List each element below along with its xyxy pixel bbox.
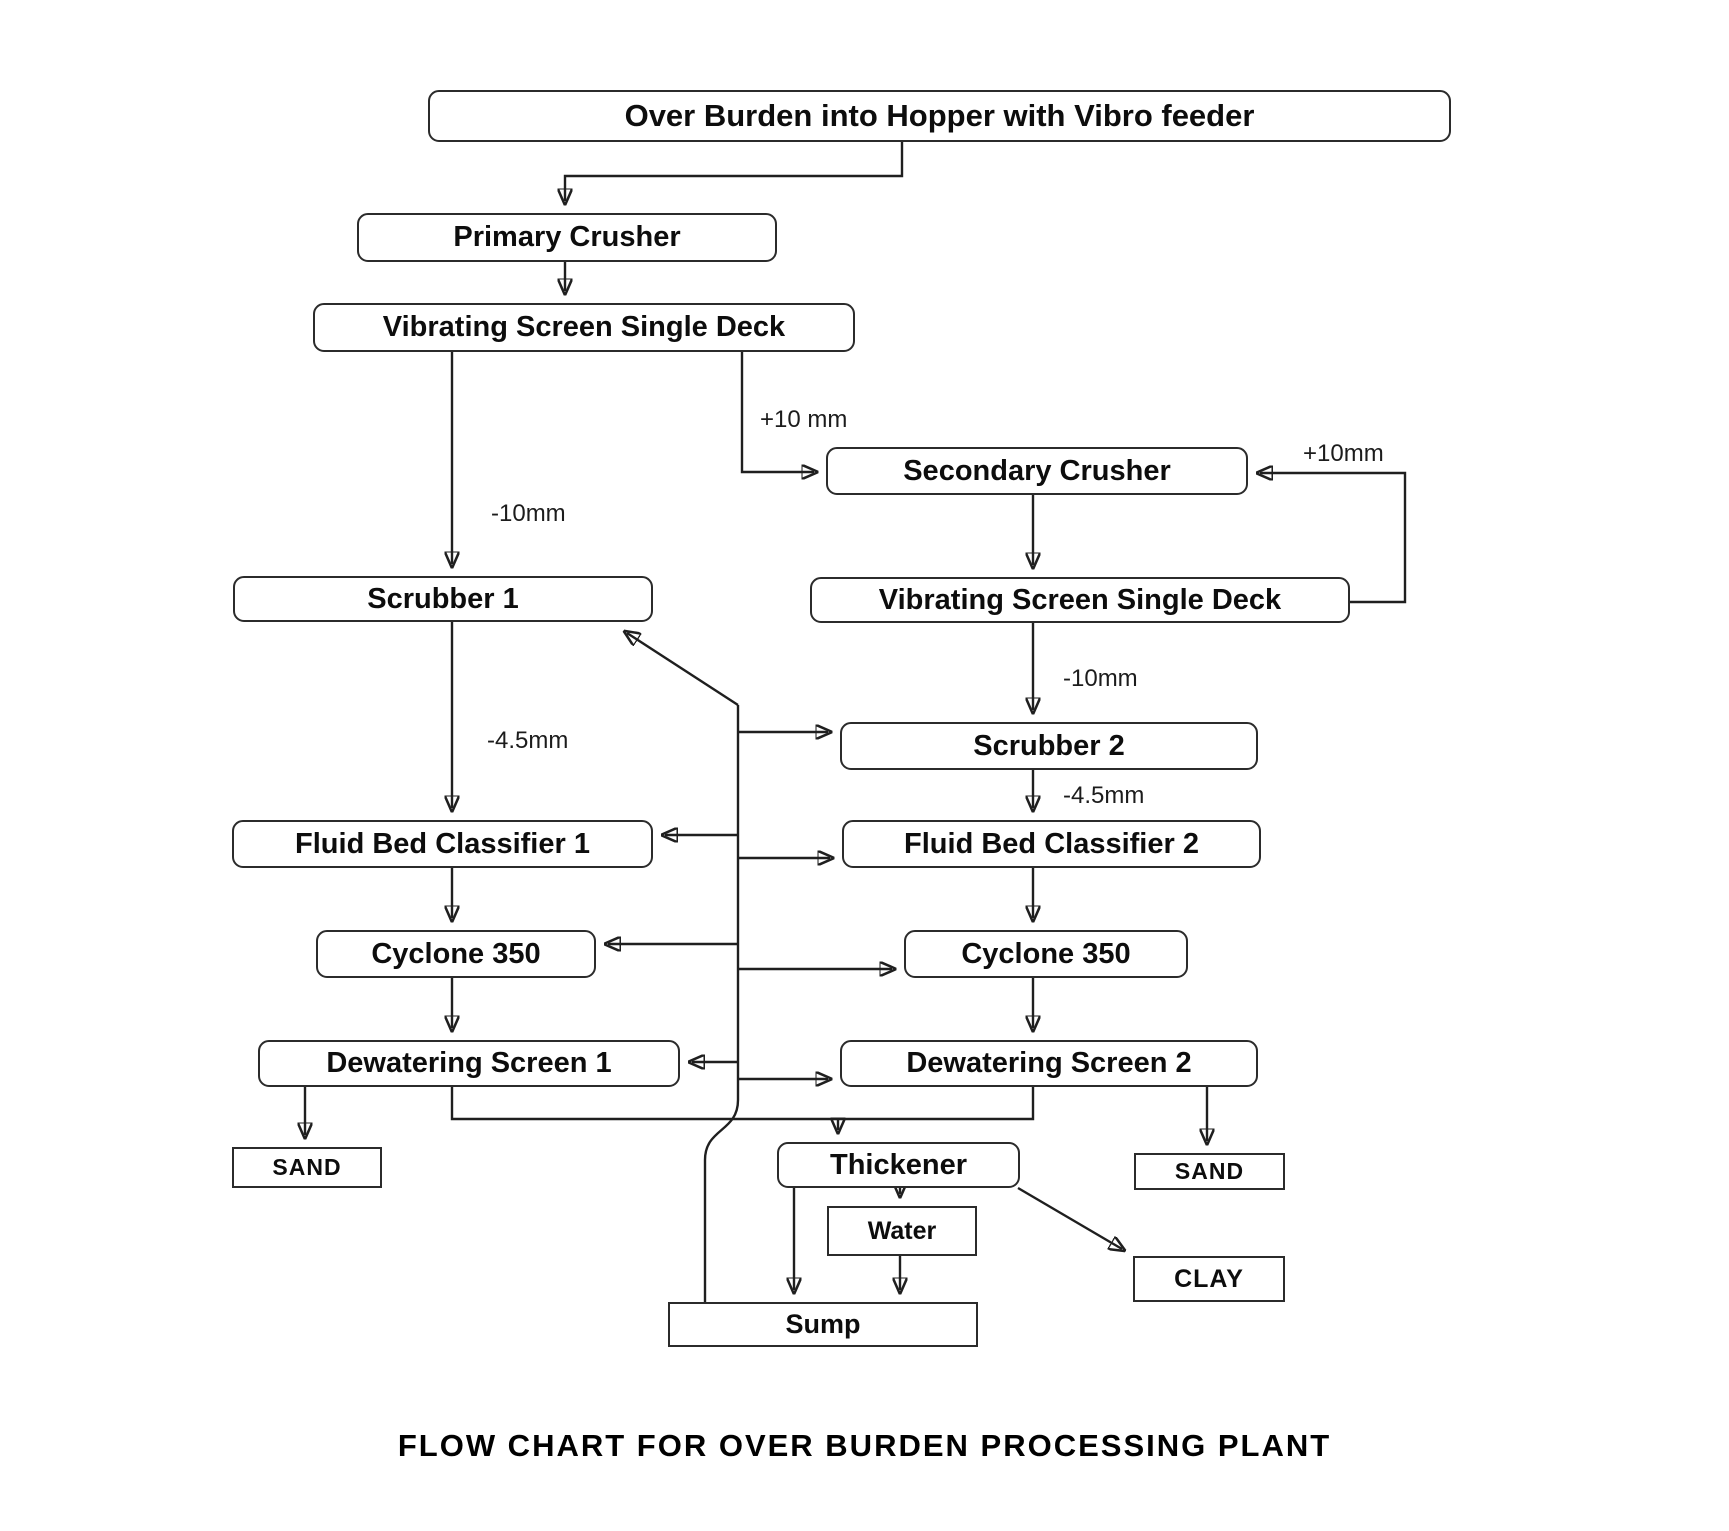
edge-junction-return-to-scrubber1 [627,633,739,707]
node-sump: Sump [668,1302,978,1347]
node-cyclone-350-left: Cyclone 350 [316,930,596,978]
node-scrubber-1: Scrubber 1 [233,576,653,622]
node-clay: CLAY [1133,1256,1285,1302]
node-water: Water [827,1206,977,1256]
node-secondary-crusher: Secondary Crusher [826,447,1248,495]
node-fluid-bed-classifier-1: Fluid Bed Classifier 1 [232,820,653,868]
node-sand-right: SAND [1134,1153,1285,1190]
node-fluid-bed-classifier-2: Fluid Bed Classifier 2 [842,820,1261,868]
node-vibrating-screen-1: Vibrating Screen Single Deck [313,303,855,352]
edge-collector-to-thickener [450,1087,1035,1130]
edge-screen1-to-secondary-crusher [740,352,814,472]
node-scrubber-2: Scrubber 2 [840,722,1258,770]
edge-hopper-to-primary-crusher [565,142,904,201]
edge-label-plus-10mm-feed: +10 mm [760,406,848,433]
node-cyclone-350-right: Cyclone 350 [904,930,1188,978]
edge-label-minus-10mm-right: -10mm [1063,665,1138,692]
node-vibrating-screen-2: Vibrating Screen Single Deck [810,577,1350,623]
edge-label-minus-10mm-left: -10mm [491,500,566,527]
edge-label-minus-4-5mm-left: -4.5mm [487,727,569,754]
node-thickener: Thickener [777,1142,1020,1188]
edge-junction-main-to-sump [703,705,740,1302]
edge-label-plus-10mm-recycle: +10mm [1303,440,1384,467]
node-dewatering-screen-1: Dewatering Screen 1 [258,1040,680,1087]
node-dewatering-screen-2: Dewatering Screen 2 [840,1040,1258,1087]
edge-label-minus-4-5mm-right: -4.5mm [1063,782,1145,809]
node-primary-crusher: Primary Crusher [357,213,777,262]
node-sand-left: SAND [232,1147,382,1188]
node-over-burden-hopper: Over Burden into Hopper with Vibro feede… [428,90,1451,142]
edge-screen2-recycle-to-secondary-crusher [1260,473,1407,604]
edge-thickener-to-clay [1017,1186,1122,1249]
diagram-title: FLOW CHART FOR OVER BURDEN PROCESSING PL… [397,1428,1332,1463]
